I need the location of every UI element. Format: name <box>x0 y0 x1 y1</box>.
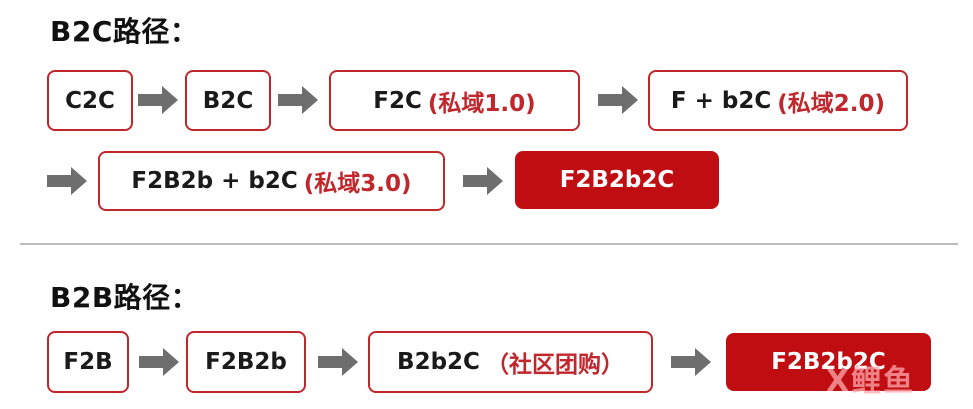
node-label: F2B2b2C <box>559 167 675 193</box>
watermark-prefix: X <box>826 364 852 399</box>
node-label: F2B2b2C <box>771 349 886 375</box>
b2c-node-f2c: F2C (私域1.0) <box>329 70 580 131</box>
node-label: F2B <box>63 349 113 375</box>
arrow-right-icon <box>671 348 711 376</box>
node-note: (私域1.0) <box>427 90 536 117</box>
arrow-right-icon <box>47 167 87 195</box>
b2b-node-f2b: F2B <box>47 331 129 393</box>
b2c-node-f2b2b2c: F2B2b2C <box>515 151 719 209</box>
arrow-right-icon <box>278 86 318 114</box>
b2b-node-b2b2c: B2b2C （社区团购） <box>368 331 653 393</box>
watermark-text: 鲤鱼 <box>851 364 916 399</box>
node-label: F + b2C <box>670 87 772 114</box>
node-label: F2C <box>373 87 422 114</box>
node-label: B2b2C <box>397 349 480 375</box>
b2c-node-b2c: B2C <box>185 70 271 131</box>
node-note: （社区团购） <box>485 352 624 378</box>
node-label: F2B2b <box>205 349 287 375</box>
node-label: C2C <box>65 87 115 114</box>
node-label: F2B2b + b2C <box>131 168 298 194</box>
b2c-node-f2b2b-b2c: F2B2b + b2C (私域3.0) <box>98 151 445 211</box>
b2c-heading: B2C路径： <box>50 15 199 48</box>
arrow-right-icon <box>463 167 503 195</box>
arrow-right-icon <box>139 348 179 376</box>
arrow-right-icon <box>318 348 358 376</box>
b2b-node-f2b2b2c: F2B2b2C <box>726 333 931 391</box>
b2b-node-f2b2b: F2B2b <box>186 331 306 393</box>
arrow-right-icon <box>598 86 638 114</box>
arrow-right-icon <box>138 86 178 114</box>
b2c-node-f-b2c: F + b2C (私域2.0) <box>648 70 908 131</box>
watermark-logo: X鲤鱼 <box>826 356 915 400</box>
b2c-node-c2c: C2C <box>47 70 133 131</box>
node-label: B2C <box>202 87 254 114</box>
node-note: (私域2.0) <box>777 90 886 117</box>
node-note: (私域3.0) <box>303 171 412 197</box>
b2b-heading: B2B路径： <box>50 281 200 314</box>
section-divider <box>20 243 958 245</box>
